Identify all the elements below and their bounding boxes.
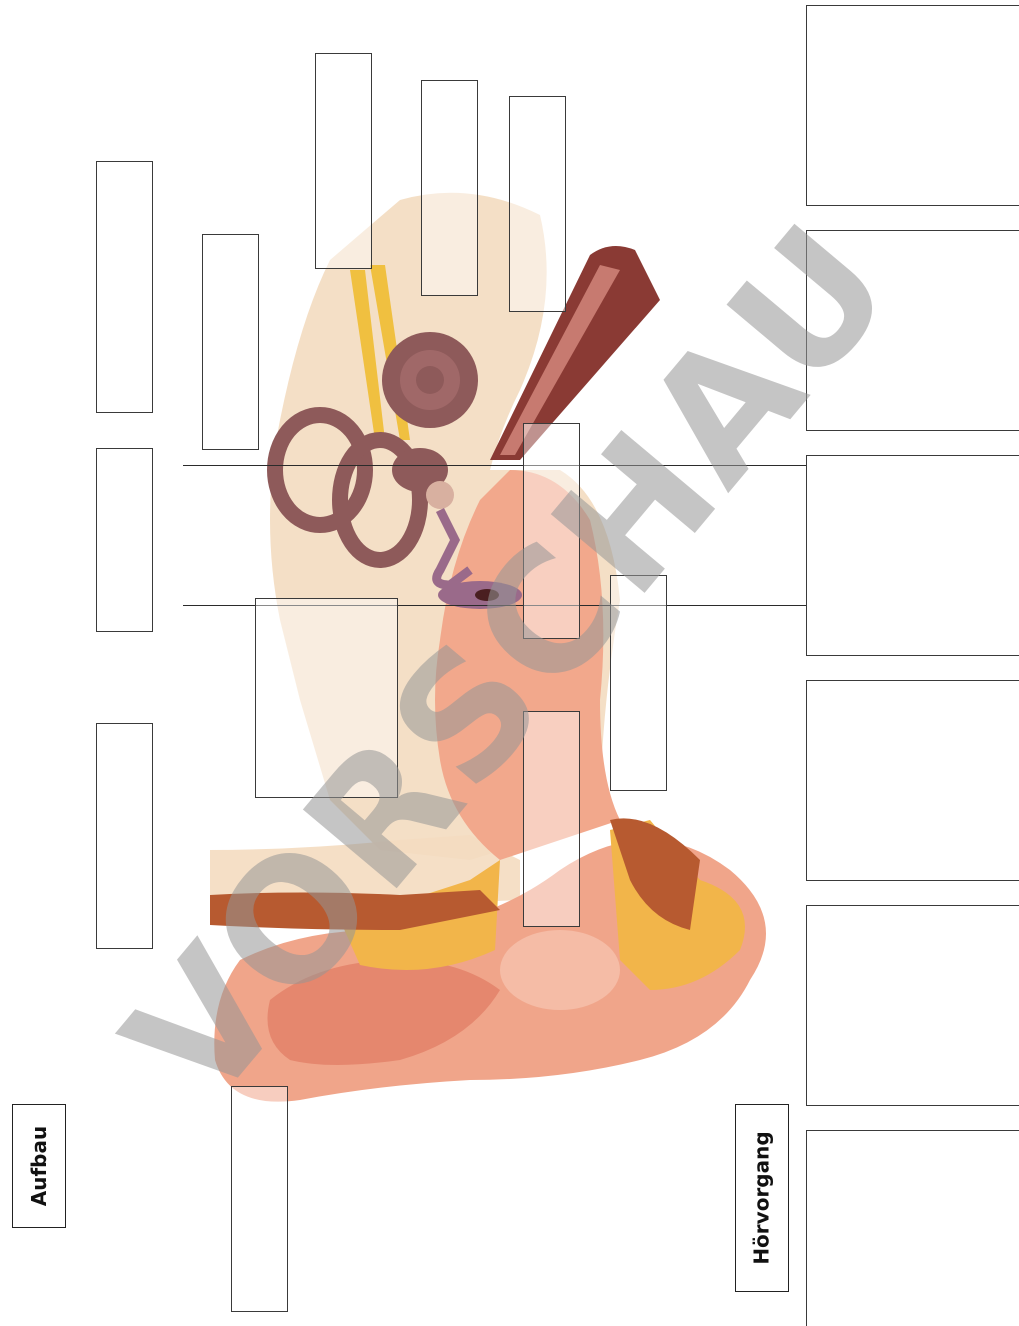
hearing-process-heading-text: Hörvorgang [750, 1131, 774, 1264]
concha [500, 930, 620, 1010]
process-step-box-4[interactable] [806, 680, 1019, 881]
answer-box-4[interactable] [202, 234, 259, 450]
ossicle [426, 481, 454, 509]
answer-box-10[interactable] [610, 575, 667, 791]
hearing-process-heading: Hörvorgang [735, 1104, 789, 1292]
answer-box-1[interactable] [96, 161, 153, 413]
structure-heading-text: Aufbau [27, 1126, 51, 1206]
answer-box-7[interactable] [509, 96, 566, 312]
structure-heading: Aufbau [12, 1104, 66, 1228]
answer-box-11[interactable] [255, 598, 398, 798]
process-step-box-6[interactable] [806, 1130, 1019, 1326]
answer-box-8[interactable] [523, 423, 580, 639]
process-step-box-2[interactable] [806, 230, 1019, 431]
answer-box-12[interactable] [231, 1086, 288, 1312]
process-step-box-1[interactable] [806, 5, 1019, 206]
answer-box-2[interactable] [96, 448, 153, 632]
answer-box-6[interactable] [421, 80, 478, 296]
answer-box-5[interactable] [315, 53, 372, 269]
process-step-box-5[interactable] [806, 905, 1019, 1106]
answer-box-3[interactable] [96, 723, 153, 949]
process-step-box-3[interactable] [806, 455, 1019, 656]
answer-box-9[interactable] [523, 711, 580, 927]
